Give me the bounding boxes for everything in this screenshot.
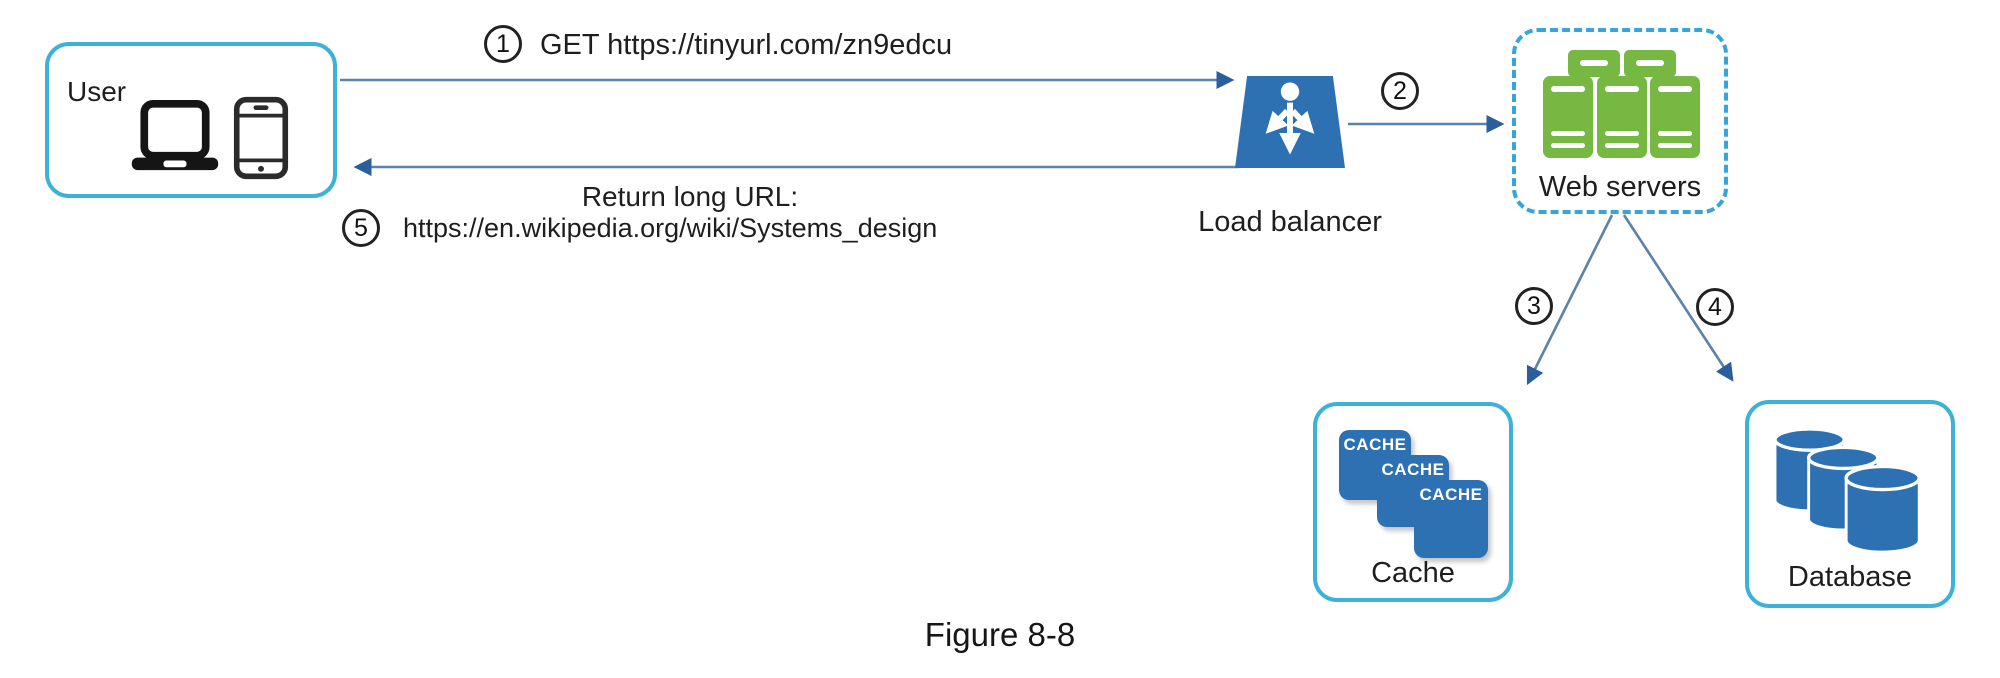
step-1-label: GET https://tinyurl.com/zn9edcu	[540, 29, 953, 61]
web-servers-node: Web servers	[1512, 28, 1728, 214]
user-label: User	[67, 76, 127, 107]
load-balancer-label: Load balancer	[1198, 206, 1382, 238]
step-4-number: 4	[1708, 292, 1722, 321]
laptop-icon	[127, 100, 223, 176]
database-icon	[1773, 427, 1921, 554]
step-4-badge: 4	[1696, 288, 1734, 326]
server-icon	[1650, 76, 1700, 158]
cache-node: CACHE CACHE CACHE Cache	[1313, 402, 1513, 602]
server-icon	[1543, 76, 1593, 158]
step-5-label-line2: https://en.wikipedia.org/wiki/Systems_de…	[403, 213, 938, 243]
step-5-label-line1: Return long URL:	[581, 181, 799, 212]
step-1-number: 1	[496, 29, 510, 58]
database-label: Database	[1787, 561, 1913, 593]
smartphone-icon	[233, 96, 289, 180]
figure-caption: Figure 8-8	[924, 616, 1076, 653]
cache-icon: CACHE	[1414, 480, 1488, 558]
server-icon	[1568, 50, 1620, 82]
cache-badge-label: CACHE	[1381, 460, 1445, 479]
load-balancer-icon	[1235, 76, 1345, 168]
step-3-number: 3	[1527, 291, 1541, 320]
step-3-badge: 3	[1515, 287, 1553, 325]
step-1-badge: 1	[484, 25, 522, 63]
database-node: Database	[1745, 400, 1955, 608]
step-2-badge: 2	[1381, 72, 1419, 110]
server-icon	[1597, 76, 1647, 158]
user-node: User	[45, 42, 337, 198]
web-servers-label: Web servers	[1538, 171, 1702, 203]
cache-badge-label: CACHE	[1419, 485, 1483, 504]
server-icon	[1624, 50, 1676, 82]
step-5-number: 5	[354, 213, 368, 242]
step-5-badge: 5	[342, 209, 380, 247]
cache-label: Cache	[1371, 557, 1455, 589]
step-2-number: 2	[1393, 76, 1407, 105]
cache-badge-label: CACHE	[1343, 435, 1407, 454]
